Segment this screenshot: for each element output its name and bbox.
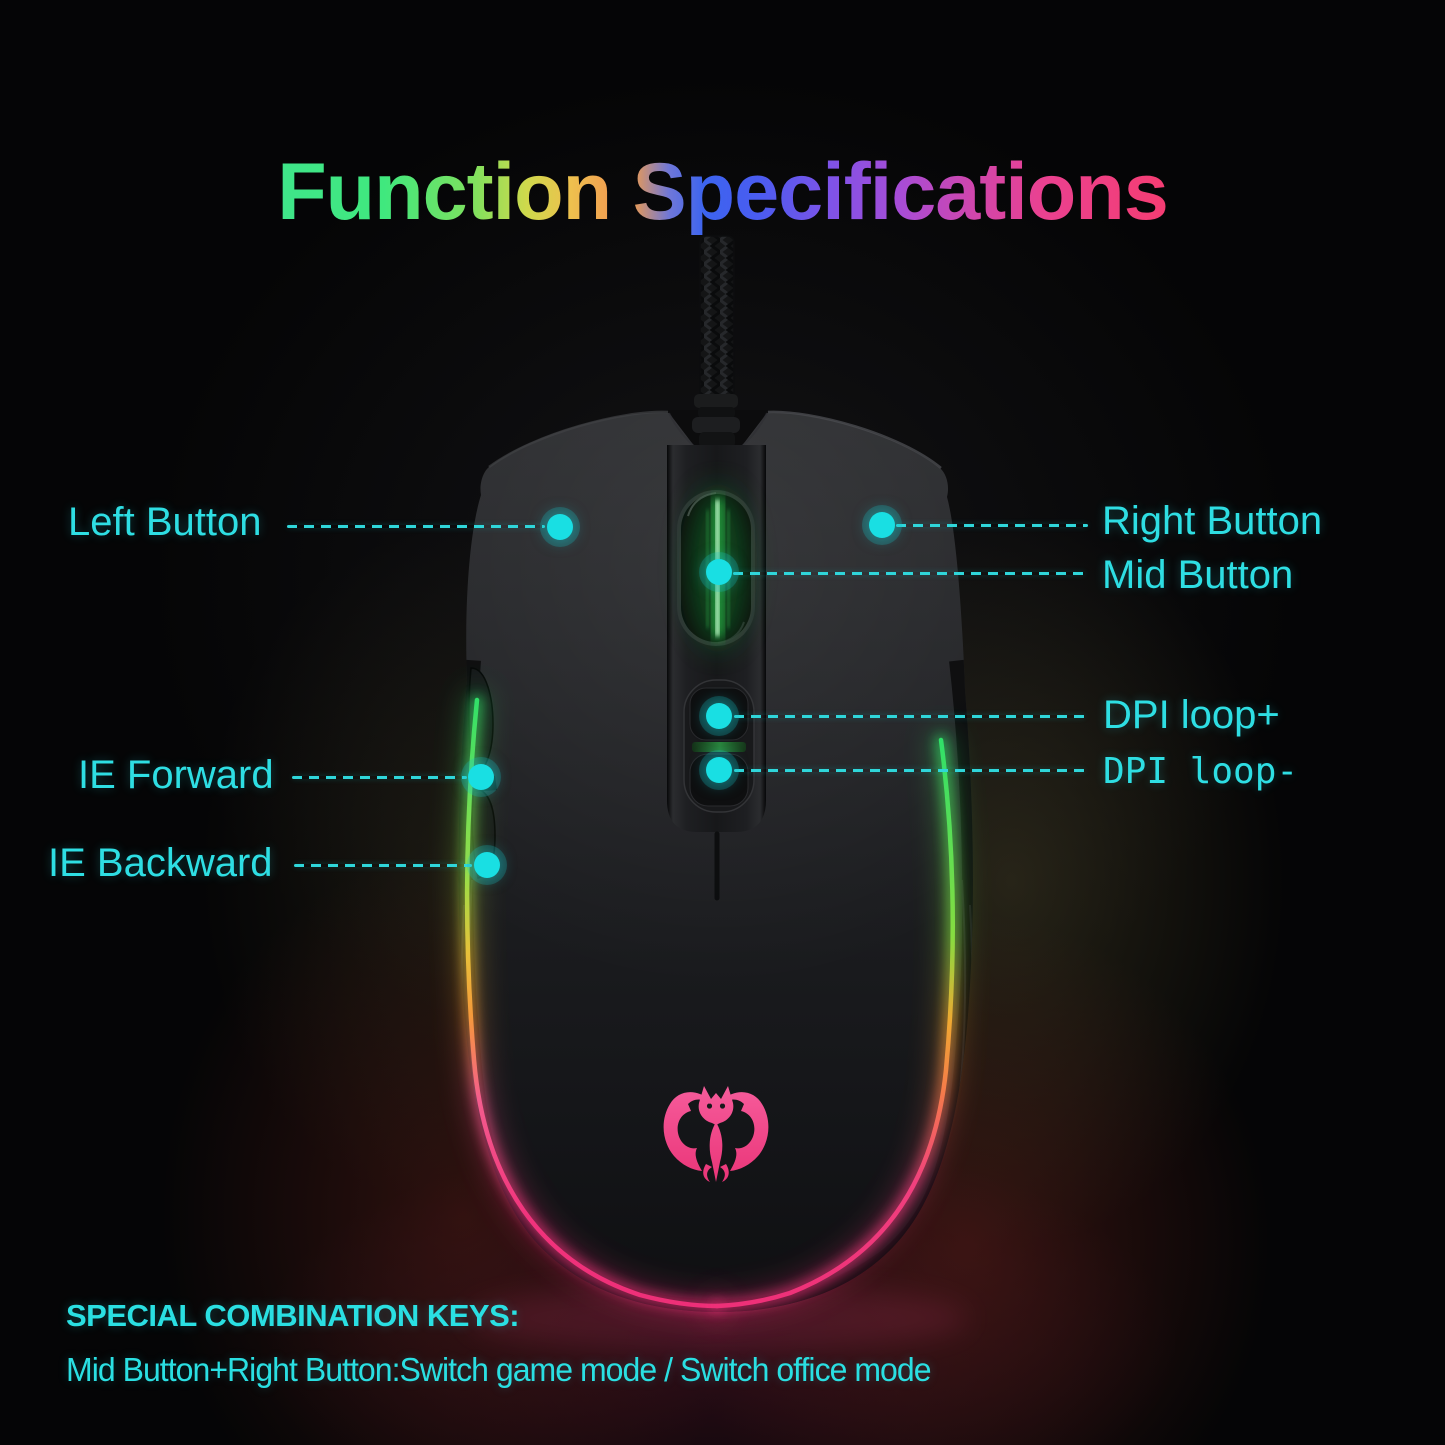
dpi-buttons	[683, 679, 755, 813]
dpi-minus-line	[734, 769, 1085, 772]
footer: SPECIAL COMBINATION KEYS: Mid Button+Rig…	[66, 1298, 957, 1389]
mid-button-label: Mid Button	[1102, 553, 1294, 597]
ie-forward-label: IE Forward	[78, 753, 274, 797]
page-title: Function Specifications	[277, 147, 1169, 237]
left-button-line	[287, 525, 545, 528]
ie-forward-dot	[468, 764, 494, 790]
left-button-dot	[547, 514, 573, 540]
mid-button-line	[733, 572, 1085, 575]
ie-backward-line	[294, 864, 472, 867]
ie-backward-dot	[474, 852, 500, 878]
ie-forward-line	[292, 776, 467, 779]
right-button-dot	[869, 512, 895, 538]
title-wrap: Function Specifications	[0, 147, 1445, 237]
right-button-line	[896, 524, 1088, 527]
left-button-label: Left Button	[68, 500, 262, 544]
rgb-strip-right	[706, 729, 964, 1317]
footer-combination-text: Mid Button+Right Button:Switch game mode…	[66, 1351, 932, 1388]
dpi-minus-dot	[706, 757, 732, 783]
usb-cable	[692, 235, 740, 448]
footer-heading: SPECIAL COMBINATION KEYS:	[66, 1298, 520, 1333]
dpi-minus-label: DPI loop-	[1103, 751, 1299, 792]
dpi-led-indicator	[692, 742, 746, 752]
under-glow	[468, 1284, 968, 1352]
dpi-plus-line	[734, 715, 1085, 718]
dpi-plus-dot	[706, 703, 732, 729]
rgb-strip-left	[456, 689, 728, 1317]
bat-logo	[663, 1086, 769, 1182]
mid-button-dot	[706, 559, 732, 585]
ie-backward-label: IE Backward	[48, 841, 273, 885]
right-button-label: Right Button	[1102, 499, 1323, 543]
dpi-plus-label: DPI loop+	[1103, 693, 1280, 737]
